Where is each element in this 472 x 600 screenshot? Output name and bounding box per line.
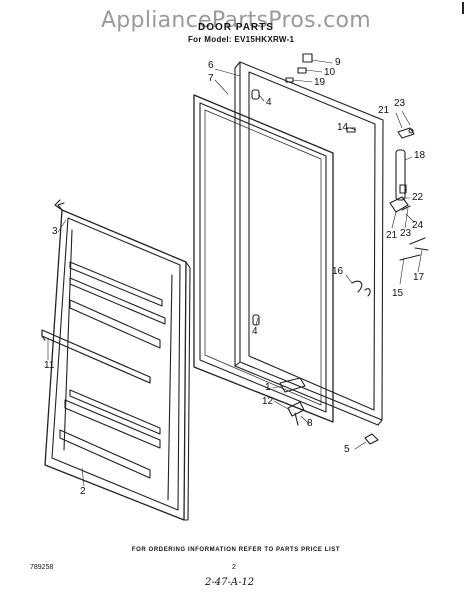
watermark: AppliancePartsPros.com (100, 8, 372, 33)
document-number: 789258 (30, 564, 54, 571)
door-rack-bar (41, 329, 151, 384)
callout-18: 18 (414, 150, 426, 161)
callout-9: 9 (335, 57, 341, 68)
callout-5: 5 (344, 444, 350, 455)
callout-10: 10 (324, 67, 336, 78)
callout-4-top: 4 (266, 97, 272, 108)
callout-21-top: 21 (378, 105, 390, 116)
callout-22: 22 (412, 192, 424, 203)
callout-16: 16 (332, 266, 344, 277)
page-number: 2 (232, 564, 236, 571)
edge-mark (462, 2, 464, 14)
ordering-note: FOR ORDERING INFORMATION REFER TO PARTS … (131, 547, 341, 553)
callout-14: 14 (337, 122, 349, 133)
small-parts-cluster (57, 53, 429, 445)
handwritten-note: 2-47-A-12 (205, 577, 255, 588)
callout-4-bottom: 4 (252, 326, 258, 337)
callout-19: 19 (314, 77, 326, 88)
door-liner (44, 199, 191, 521)
callout-24: 24 (412, 220, 424, 231)
callout-11: 11 (44, 360, 55, 371)
callout-21-bottom: 21 (386, 230, 398, 241)
callout-2: 2 (80, 486, 86, 497)
leader-lines (47, 59, 423, 487)
callout-12: 12 (262, 396, 274, 407)
callout-8: 8 (307, 418, 313, 429)
door-gasket (193, 94, 334, 423)
callout-3: 3 (52, 226, 58, 237)
model-label: For Model: EV15HKXRW-1 (188, 35, 295, 44)
diagram-title: DOOR PARTS (198, 22, 274, 33)
callout-17: 17 (413, 272, 425, 283)
callout-23-bottom: 23 (400, 228, 412, 239)
callout-15: 15 (392, 288, 404, 299)
callout-23-top: 23 (394, 98, 406, 109)
callout-7: 7 (208, 73, 214, 84)
callout-1: 1 (265, 382, 271, 393)
callout-6: 6 (208, 60, 214, 71)
outer-door-panel (234, 61, 384, 426)
